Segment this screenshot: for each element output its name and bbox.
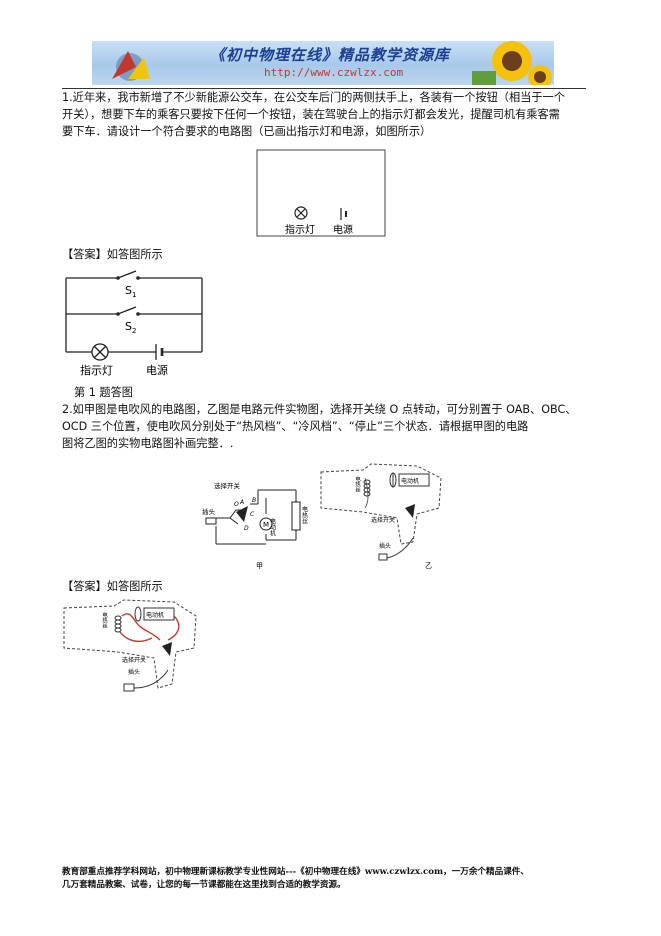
switch-knob (162, 642, 172, 656)
heater-label: 电热丝 (101, 611, 108, 629)
figure-jia-caption: 甲 (256, 562, 263, 570)
banner-title: 《初中物理在线》精品教学资源库 (210, 46, 451, 64)
s1-label: S1 (125, 284, 136, 299)
figure-frame (256, 149, 386, 237)
battery-symbol (340, 208, 347, 220)
answer-2-figure: 电动机 电热丝 选择开关 插头 (63, 599, 197, 692)
lamp-label: 指示灯 (285, 223, 315, 236)
answer-1-circuit: S1 S2 指示灯 电源 (65, 270, 203, 377)
hairdryer-outline (320, 463, 442, 545)
heater-coil (114, 615, 122, 633)
s1-contact (136, 276, 140, 280)
cord (386, 537, 414, 559)
heater-coil (363, 479, 371, 497)
heater-resistor (291, 501, 301, 531)
switch-label: 选择开关 (214, 481, 241, 490)
heater-label: 电热丝 (354, 475, 361, 493)
sunflower-image (472, 41, 552, 85)
switch-label: 选择开关 (122, 656, 146, 664)
hairdryer-divider (364, 477, 369, 509)
source-label: 电源 (146, 363, 168, 377)
banner-url[interactable]: http://www.czwlzx.com (264, 66, 404, 79)
switch-knob (236, 506, 248, 522)
site-banner: 《初中物理在线》精品教学资源库 http://www.czwlzx.com (92, 41, 554, 85)
question-2-line-1: 2.如甲图是电吹风的电路图，乙图是电路元件实物图，选择开关绕 O 点转动，可分别… (62, 403, 577, 416)
s2-contact (136, 312, 140, 316)
motor-symbol (259, 517, 273, 531)
footer-line-1: 教育部重点推荐学科网站，初中物理新课标教学专业性网站---《初中物理在线》www… (62, 867, 529, 877)
fan-icon (134, 606, 142, 622)
letter-b: B (252, 497, 256, 504)
motor-label: 电动机 (401, 477, 419, 485)
motor-box (143, 607, 175, 621)
s1-contact (116, 276, 120, 280)
plug-symbol (378, 553, 388, 561)
motor-label: 电动机 (146, 611, 164, 619)
question-2-line-2: OCD 三个位置，使电吹风分别处于“热风档”、“冷风档”、“停止”三个状态．请根… (62, 420, 529, 433)
question-2-line-3: 图将乙图的实物电路图补画完整．. (62, 437, 234, 450)
heater-label: 电热丝 (301, 505, 308, 524)
answer-wiring (119, 613, 180, 643)
plug-label: 插头 (379, 542, 391, 550)
question-2: 2.如甲图是电吹风的电路图，乙图是电路元件实物图，选择开关绕 O 点转动，可分别… (62, 401, 592, 452)
switch-label: 选择开关 (371, 516, 395, 524)
motor-label: 电动机 (269, 517, 276, 537)
question-1-line-1: 1.近年来，我市新增了不少新能源公交车，在公交车后门的两侧扶手上，各装有一个按钮… (62, 91, 565, 104)
switch-knob (405, 504, 415, 518)
lamp-label: 指示灯 (80, 363, 113, 377)
s2-contact (116, 312, 120, 316)
motor-m: M (263, 521, 269, 529)
plug-symbol (123, 683, 135, 692)
plug-label: 插头 (128, 668, 140, 676)
figure-yi-caption: 乙 (425, 562, 432, 570)
question-1: 1.近年来，我市新增了不少新能源公交车，在公交车后门的两侧扶手上，各装有一个按钮… (62, 89, 592, 140)
s2-label: S2 (125, 320, 136, 335)
plug-label: 插头 (202, 507, 216, 516)
fan-icon (389, 472, 397, 488)
answer-2-heading: 【答案】如答图所示 (62, 580, 163, 593)
letter-c: C (250, 511, 255, 518)
source-label: 电源 (333, 223, 353, 236)
lamp-symbol (91, 343, 109, 361)
cord (133, 669, 169, 689)
header-rule (62, 88, 586, 89)
battery-symbol (155, 344, 164, 360)
plug-symbol (205, 517, 217, 525)
footer-text: 教育部重点推荐学科网站，初中物理新课标教学专业性网站---《初中物理在线》www… (62, 866, 592, 892)
site-logo (112, 51, 150, 81)
question-1-figure: 指示灯 电源 (256, 149, 386, 237)
letter-a: A (239, 499, 244, 506)
question-1-line-2: 开关），想要下车的乘客只要按下任何一个按钮，装在驾驶台上的指示灯都会发光，提醒司… (62, 108, 560, 121)
letter-d: D (244, 525, 249, 532)
motor-box (398, 473, 430, 487)
figure-jia: M 选择开关 插头 电动机 电热丝 A B C D O 甲 (202, 481, 308, 570)
figure-yi: 电动机 电热丝 选择开关 插头 乙 (320, 463, 442, 570)
hairdryer-outline (63, 599, 197, 689)
question-1-line-3: 要下车．请设计一个符合要求的电路图（已画出指示灯和电源，如图所示） (62, 125, 432, 138)
footer-line-2: 几万套精品教案、试卷，让您的每一节课都能在这里找到合适的教学资源。 (62, 880, 346, 890)
answer-1-heading: 【答案】如答图所示 (62, 248, 163, 261)
letter-o: O (234, 501, 239, 508)
lamp-symbol (294, 206, 308, 220)
answer-1-caption: 第 1 题答图 (74, 386, 133, 399)
